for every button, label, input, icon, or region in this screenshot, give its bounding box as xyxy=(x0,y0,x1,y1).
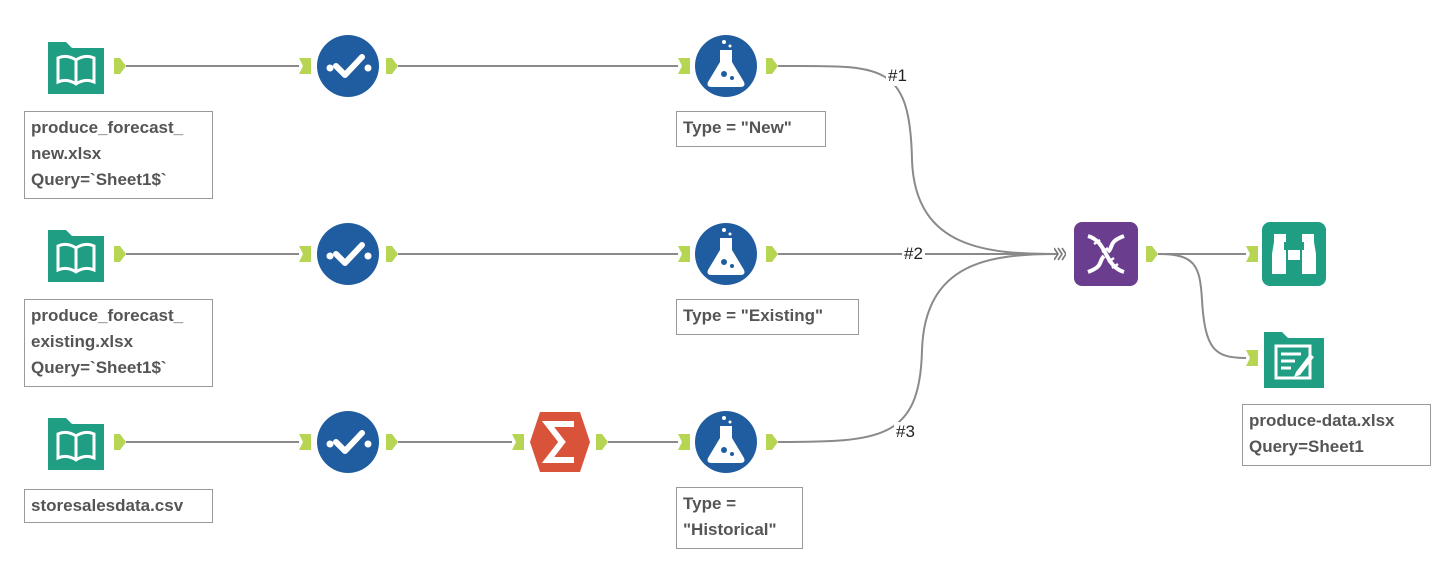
document-folder-icon xyxy=(1264,332,1324,388)
output-anchor[interactable] xyxy=(596,434,608,450)
annotation-output: produce-data.xlsx Query=Sheet1 xyxy=(1242,404,1431,466)
input-anchor[interactable] xyxy=(678,246,690,262)
input-anchor[interactable] xyxy=(512,434,524,450)
checkmark-icon xyxy=(317,411,379,473)
wire-label-3: #3 xyxy=(894,422,917,442)
annotation-formula3: Type = "Historical" xyxy=(676,487,803,549)
input-anchor[interactable] xyxy=(299,58,311,74)
select-tool-2[interactable] xyxy=(316,222,380,286)
output-anchor[interactable] xyxy=(386,246,398,262)
wire-formula1-union xyxy=(777,64,1058,255)
output-anchor[interactable] xyxy=(766,58,778,74)
wire-union-output xyxy=(1157,253,1247,359)
dna-icon xyxy=(1074,222,1138,286)
output-anchor[interactable] xyxy=(386,58,398,74)
book-folder-icon xyxy=(48,230,104,282)
book-folder-icon xyxy=(48,42,104,94)
output-anchor[interactable] xyxy=(114,246,126,262)
flask-icon xyxy=(695,411,757,473)
sigma-icon xyxy=(530,412,590,472)
flask-icon xyxy=(695,223,757,285)
wire-formula3-union xyxy=(777,253,1058,443)
input-data-tool-2[interactable] xyxy=(44,222,108,286)
wire-label-1: #1 xyxy=(886,66,909,86)
annotation-formula2: Type = "Existing" xyxy=(676,299,859,335)
output-anchor[interactable] xyxy=(1146,246,1158,262)
formula-tool-1[interactable] xyxy=(694,34,758,98)
wire-label-2: #2 xyxy=(902,244,925,264)
browse-tool[interactable] xyxy=(1262,222,1326,286)
union-input-anchor[interactable] xyxy=(1054,246,1066,262)
annotation-input1: produce_forecast_ new.xlsx Query=`Sheet1… xyxy=(24,111,213,199)
input-data-tool-3[interactable] xyxy=(44,410,108,474)
output-anchor[interactable] xyxy=(766,246,778,262)
annotation-input3: storesalesdata.csv xyxy=(24,489,213,523)
input-anchor[interactable] xyxy=(1246,246,1258,262)
input-anchor[interactable] xyxy=(678,58,690,74)
output-anchor[interactable] xyxy=(386,434,398,450)
annotation-formula1: Type = "New" xyxy=(676,111,826,147)
input-anchor[interactable] xyxy=(299,434,311,450)
formula-tool-2[interactable] xyxy=(694,222,758,286)
output-anchor[interactable] xyxy=(114,58,126,74)
select-tool-3[interactable] xyxy=(316,410,380,474)
formula-tool-3[interactable] xyxy=(694,410,758,474)
input-anchor[interactable] xyxy=(1246,350,1258,366)
checkmark-icon xyxy=(317,35,379,97)
input-anchor[interactable] xyxy=(678,434,690,450)
binoculars-icon xyxy=(1262,222,1326,286)
output-anchor[interactable] xyxy=(766,434,778,450)
output-anchor[interactable] xyxy=(114,434,126,450)
annotation-input2: produce_forecast_ existing.xlsx Query=`S… xyxy=(24,299,213,387)
select-tool-1[interactable] xyxy=(316,34,380,98)
checkmark-icon xyxy=(317,223,379,285)
input-data-tool-1[interactable] xyxy=(44,34,108,98)
output-data-tool[interactable] xyxy=(1262,326,1326,390)
input-anchor[interactable] xyxy=(299,246,311,262)
union-tool[interactable] xyxy=(1074,222,1138,286)
book-folder-icon xyxy=(48,418,104,470)
flask-icon xyxy=(695,35,757,97)
summarize-tool[interactable] xyxy=(528,410,592,474)
